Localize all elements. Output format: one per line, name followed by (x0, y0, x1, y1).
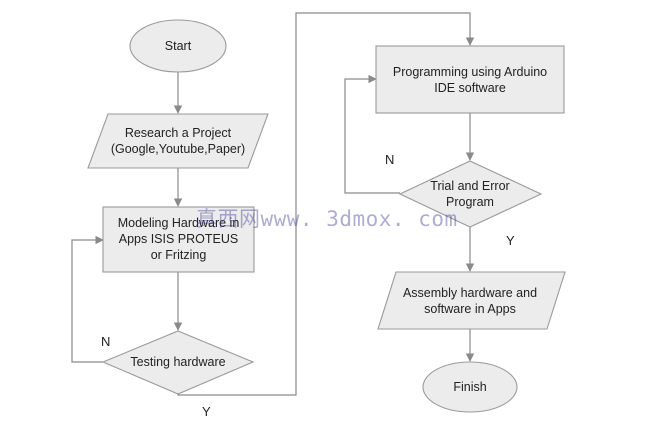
start-node (129, 19, 227, 73)
edge-testing-yes-to-programming (177, 12, 475, 396)
watermark-text: 真西网www. 3dmox. com (196, 207, 458, 231)
edge-trial-no-loop (344, 74, 400, 194)
trial-yes-label: Y (506, 233, 515, 248)
research-node (87, 113, 269, 169)
testing-no-label: N (101, 334, 111, 349)
programming-node (375, 45, 565, 114)
trial-no-label: N (385, 152, 395, 167)
finish-node (422, 361, 518, 413)
testing-yes-label: Y (202, 404, 211, 419)
edge-testing-no-loop (71, 235, 104, 363)
trial-node (398, 160, 543, 228)
assembly-node (377, 271, 566, 330)
modeling-node (102, 206, 255, 273)
testing-node (101, 330, 255, 395)
